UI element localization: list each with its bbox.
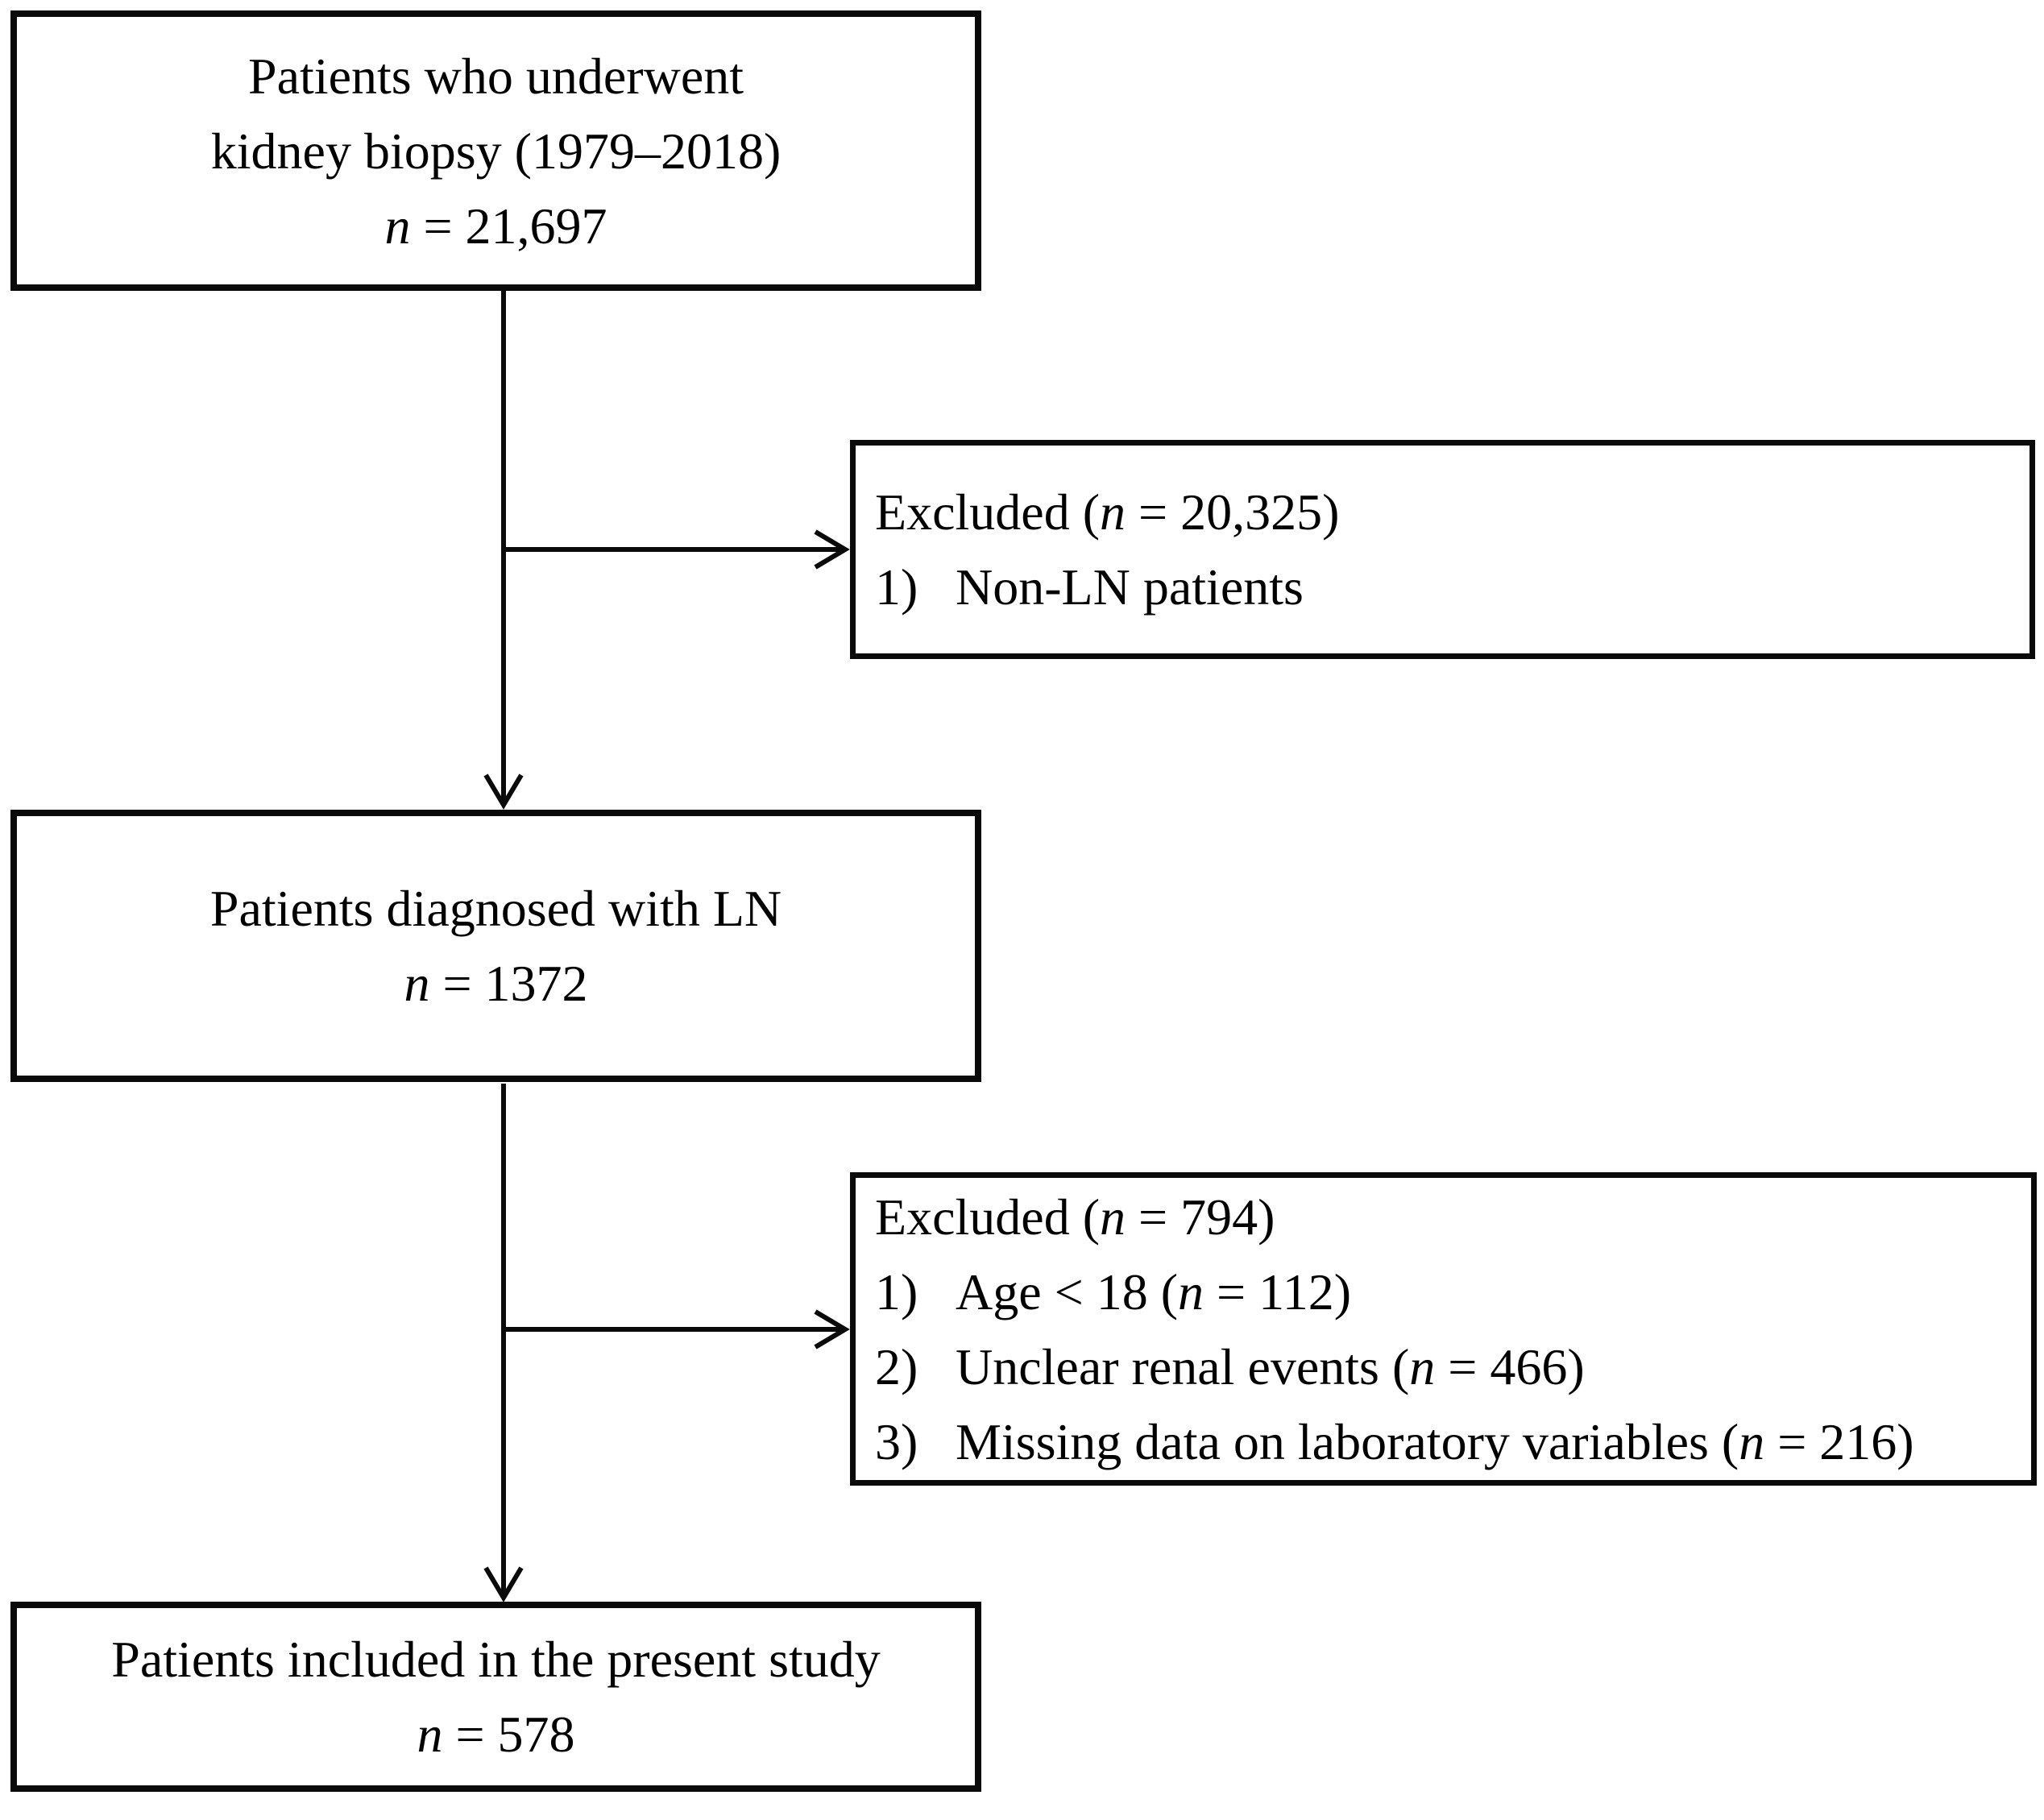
- box-line: Patients who underwent: [248, 39, 744, 114]
- box-line: 1) Age < 18 (n = 112): [875, 1254, 1351, 1329]
- arrow-right-icon: [814, 529, 850, 570]
- box-line: Patients included in the present study: [111, 1622, 881, 1697]
- text-segment: = 466): [1435, 1337, 1585, 1395]
- text-segment: = 21,697: [410, 197, 607, 255]
- italic-n: n: [1100, 483, 1126, 541]
- text-segment: Non-LN patients: [956, 558, 1304, 616]
- text-segment: = 112): [1204, 1262, 1352, 1320]
- text-segment: kidney biopsy (1979–2018): [210, 122, 782, 180]
- italic-n: n: [1409, 1337, 1436, 1395]
- text-segment: = 1372: [429, 955, 588, 1012]
- text-segment: Patients who underwent: [248, 47, 744, 105]
- text-segment: Unclear renal events (: [956, 1337, 1410, 1395]
- italic-n: n: [1739, 1412, 1765, 1470]
- box-line: 3) Missing data on laboratory variables (…: [875, 1404, 1914, 1479]
- text-segment: = 794): [1126, 1188, 1275, 1246]
- box-line: n = 21,697: [384, 189, 607, 263]
- list-marker: 2): [875, 1337, 918, 1395]
- list-marker: 1): [875, 558, 918, 616]
- text-segment: = 20,325): [1126, 483, 1340, 541]
- flow-box-excluded-criteria: Excluded (n = 794)1)Age < 18 (n = 112)2)…: [850, 1172, 2037, 1486]
- text-segment: Excluded (: [875, 1188, 1100, 1246]
- box-line: 1) Non-LN patients: [875, 549, 1304, 624]
- list-marker: 3): [875, 1412, 918, 1470]
- text-segment: Patients included in the present study: [111, 1631, 881, 1688]
- text-segment: Age < 18 (: [956, 1262, 1179, 1320]
- flow-box-diagnosed-ln: Patients diagnosed with LN n = 1372: [10, 810, 981, 1082]
- flow-box-excluded-non-ln: Excluded (n = 20,325) 1) Non-LN patients: [850, 440, 2035, 659]
- italic-n: n: [417, 1706, 443, 1763]
- arrow-right-icon: [814, 1309, 850, 1349]
- text-segment: Patients diagnosed with LN: [209, 880, 782, 937]
- box-line: Patients diagnosed with LN: [210, 871, 782, 946]
- box-line: Excluded (n = 794): [875, 1179, 1275, 1254]
- text-segment: Missing data on laboratory variables (: [956, 1412, 1739, 1470]
- text-segment: Excluded (: [875, 483, 1100, 541]
- box-line: kidney biopsy (1979–2018): [211, 114, 782, 189]
- italic-n: n: [404, 955, 430, 1012]
- box-line: n = 1372: [404, 946, 587, 1021]
- arrow-down-icon: [483, 1566, 524, 1602]
- box-line: Excluded (n = 20,325): [875, 475, 1339, 549]
- list-marker: 1): [875, 1262, 918, 1320]
- italic-n: n: [1178, 1262, 1204, 1320]
- text-segment: = 578: [442, 1706, 575, 1763]
- flow-box-included-study: Patients included in the present study n …: [10, 1602, 981, 1792]
- flow-box-kidney-biopsy: Patients who underwent kidney biopsy (197…: [10, 10, 981, 291]
- text-segment: = 216): [1764, 1412, 1914, 1470]
- box-line: n = 578: [417, 1697, 574, 1772]
- italic-n: n: [1100, 1188, 1126, 1246]
- arrow-down-icon: [483, 773, 524, 810]
- italic-n: n: [384, 197, 411, 255]
- box-line: 2) Unclear renal events (n = 466): [875, 1329, 1585, 1404]
